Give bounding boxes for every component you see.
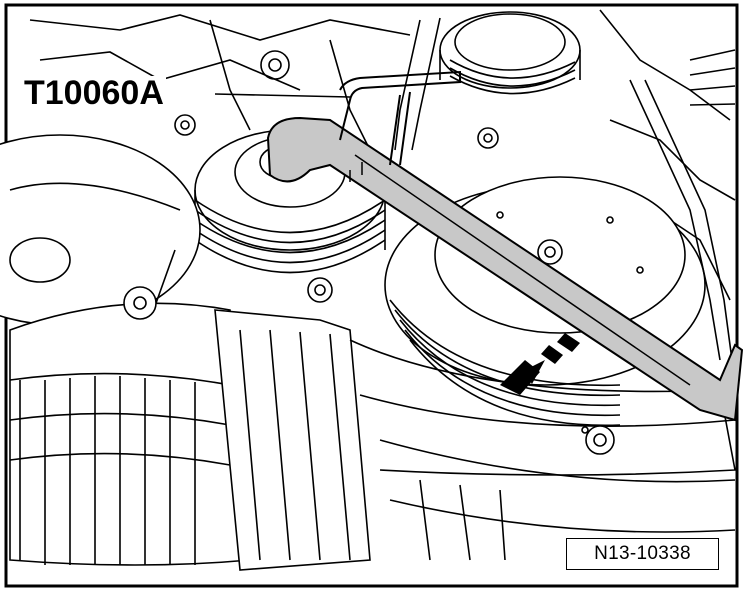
locking-pin (339, 70, 461, 166)
upper-pulley (439, 11, 581, 95)
intake-hose (9, 277, 736, 571)
figure-id-text: N13-10338 (594, 543, 691, 564)
ribbed-belt (149, 17, 733, 361)
tool-callout-label: T10060A (22, 74, 166, 112)
direction-arrow (500, 333, 580, 395)
callout-leader (214, 93, 351, 98)
wrench-tool (266, 116, 743, 422)
figure-id-box: N13-10338 (566, 538, 719, 570)
